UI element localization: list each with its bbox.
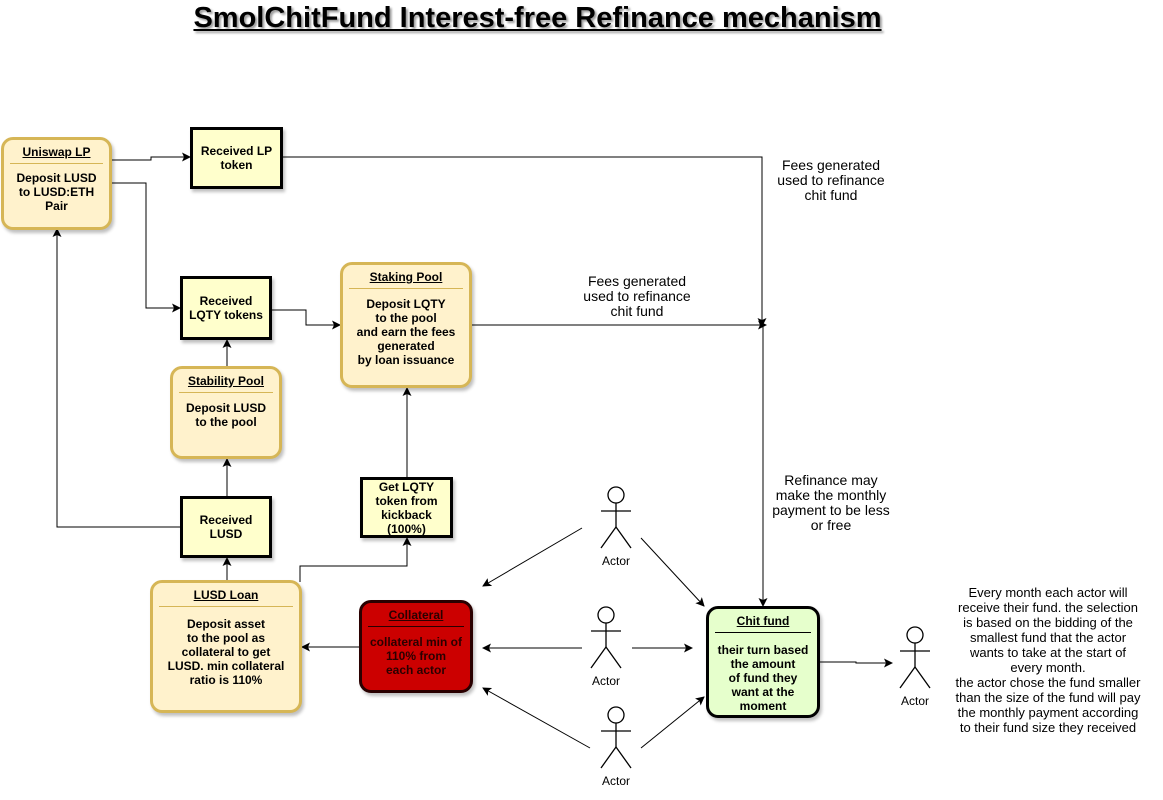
fees-label-mid: Fees generated used to refinance chit fu… — [583, 273, 691, 319]
edge-actor1-to-collateral — [482, 527, 583, 587]
actor-figure-3 — [600, 706, 632, 769]
chit-fund-header: Chit fund — [715, 611, 811, 633]
edge-uniswap-to-lqty — [112, 182, 181, 313]
actor-label-4: Actor — [900, 694, 929, 708]
edge-chit-to-actor4 — [820, 658, 893, 668]
received-lp-token-node: Received LP token — [190, 127, 283, 189]
stability-pool-header: Stability Pool — [179, 371, 273, 393]
uniswap-lp-body: Deposit LUSD to LUSD:ETH Pair — [16, 171, 97, 213]
uniswap-lp-header: Uniswap LP — [10, 142, 103, 164]
edge-lp-to-fees — [283, 156, 767, 327]
edge-uniswap-to-lp — [112, 152, 191, 162]
staking-pool-header: Staking Pool — [349, 267, 463, 289]
edge-actor3-to-chit — [640, 696, 705, 749]
diagram-title: SmolChitFund Interest-free Refinance mec… — [193, 2, 882, 34]
edge-actor1-to-chit — [640, 537, 705, 607]
lusd-loan-header: LUSD Loan — [159, 585, 293, 607]
collateral-header: Collateral — [368, 605, 464, 627]
edge-loan-to-getlqty — [299, 537, 412, 582]
uniswap-lp-node: Uniswap LP Deposit LUSD to LUSD:ETH Pair — [1, 137, 112, 230]
chit-fund-body: their turn based the amount of fund they… — [717, 643, 809, 713]
get-lqty-kickback-node: Get LQTY token from kickback (100%) — [360, 477, 453, 538]
edge-lqty-to-staking — [272, 309, 341, 330]
actor-label-3: Actor — [601, 774, 630, 788]
collateral-node: Collateral collateral min of 110% from e… — [359, 600, 473, 693]
staking-pool-node: Staking Pool Deposit LQTY to the pool an… — [340, 262, 472, 388]
edge-actor3-to-collateral — [482, 687, 591, 749]
stability-pool-body: Deposit LUSD to the pool — [185, 401, 266, 429]
actor-figure-1 — [600, 486, 632, 549]
edge-lusd-to-uniswap — [52, 228, 180, 528]
staking-pool-body: Deposit LQTY to the pool and earn the fe… — [356, 297, 456, 367]
chit-fund-node: Chit fund their turn based the amount of… — [706, 606, 820, 718]
received-lqty-tokens-node: Received LQTY tokens — [180, 276, 272, 340]
actor-label-1: Actor — [601, 554, 630, 568]
collateral-body: collateral min of 110% from each actor — [369, 635, 463, 677]
lusd-loan-body: Deposit asset to the pool as collateral … — [167, 617, 285, 687]
actor-figure-4 — [899, 626, 931, 689]
received-lusd-node: Received LUSD — [180, 496, 272, 558]
fees-label-top: Fees generated used to refinance chit fu… — [777, 157, 885, 203]
actor-label-2: Actor — [591, 674, 620, 688]
stability-pool-node: Stability Pool Deposit LUSD to the pool — [170, 366, 282, 459]
lusd-loan-node: LUSD Loan Deposit asset to the pool as c… — [150, 580, 302, 713]
refinance-label: Refinance may make the monthly payment t… — [772, 472, 890, 533]
every-month-note: Every month each actor will receive thei… — [955, 585, 1141, 735]
actor-figure-2 — [590, 606, 622, 669]
